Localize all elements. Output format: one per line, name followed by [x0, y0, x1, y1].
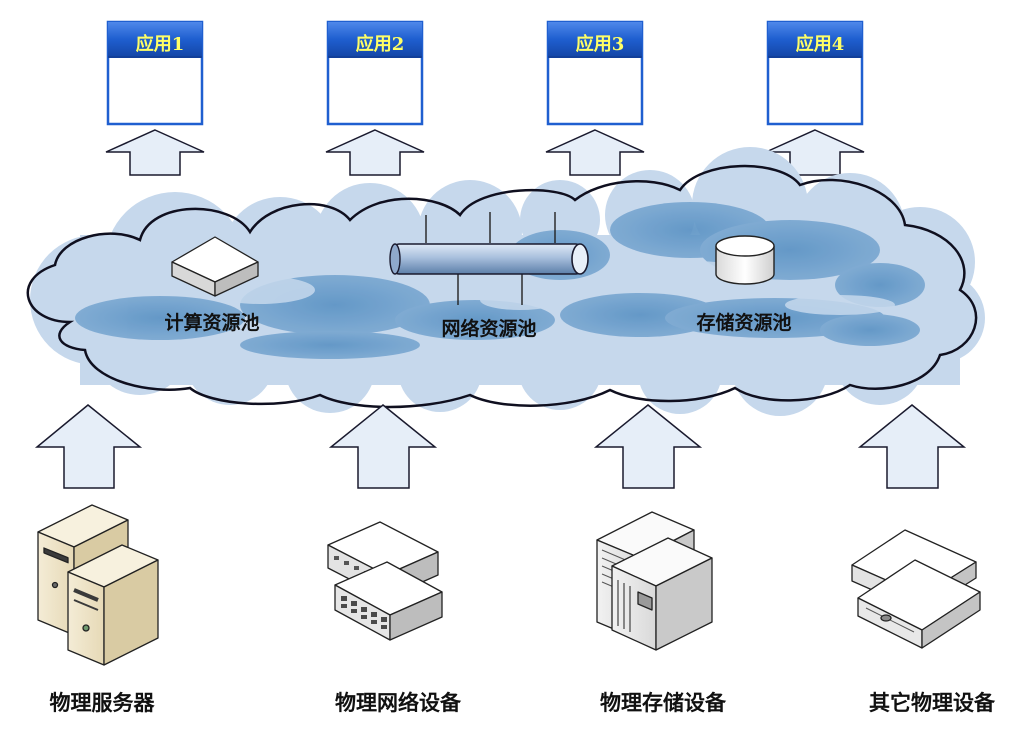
resource-cloud	[26, 147, 985, 416]
app-title-2: 应用2	[356, 33, 405, 55]
storage-cylinder-icon	[715, 235, 775, 285]
up-arrow-to-app-2	[325, 129, 425, 176]
up-arrow-from-other	[857, 404, 967, 489]
up-arrow-to-app-3	[545, 129, 645, 176]
up-arrow-to-app-1	[105, 129, 205, 176]
app-window-3: 应用3	[546, 20, 644, 126]
server-tower-icon	[37, 504, 159, 666]
physical-servers-label: 物理服务器	[50, 690, 156, 715]
up-arrow-from-network	[328, 404, 438, 489]
app-window-2: 应用2	[326, 20, 424, 126]
compute-pool-label: 计算资源池	[164, 311, 259, 334]
other-physical-label: 其它物理设备	[869, 690, 996, 715]
physical-network-label: 物理网络设备	[335, 690, 462, 715]
storage-pool-label: 存储资源池	[696, 311, 791, 334]
network-pipe-icon	[389, 212, 589, 305]
network-pool-label: 网络资源池	[441, 317, 536, 340]
network-switch-icon	[327, 521, 443, 641]
up-arrow-from-storage	[593, 404, 703, 489]
physical-storage-label: 物理存储设备	[600, 690, 727, 715]
up-arrow-from-servers	[34, 404, 143, 489]
compute-box-icon	[171, 236, 259, 297]
app-title-1: 应用1	[136, 33, 185, 55]
app-title-3: 应用3	[576, 33, 625, 55]
app-window-4: 应用4	[766, 20, 864, 126]
app-title-4: 应用4	[796, 33, 845, 55]
storage-array-icon	[596, 511, 713, 651]
app-window-1: 应用1	[106, 20, 204, 126]
rack-device-icon	[851, 529, 981, 649]
